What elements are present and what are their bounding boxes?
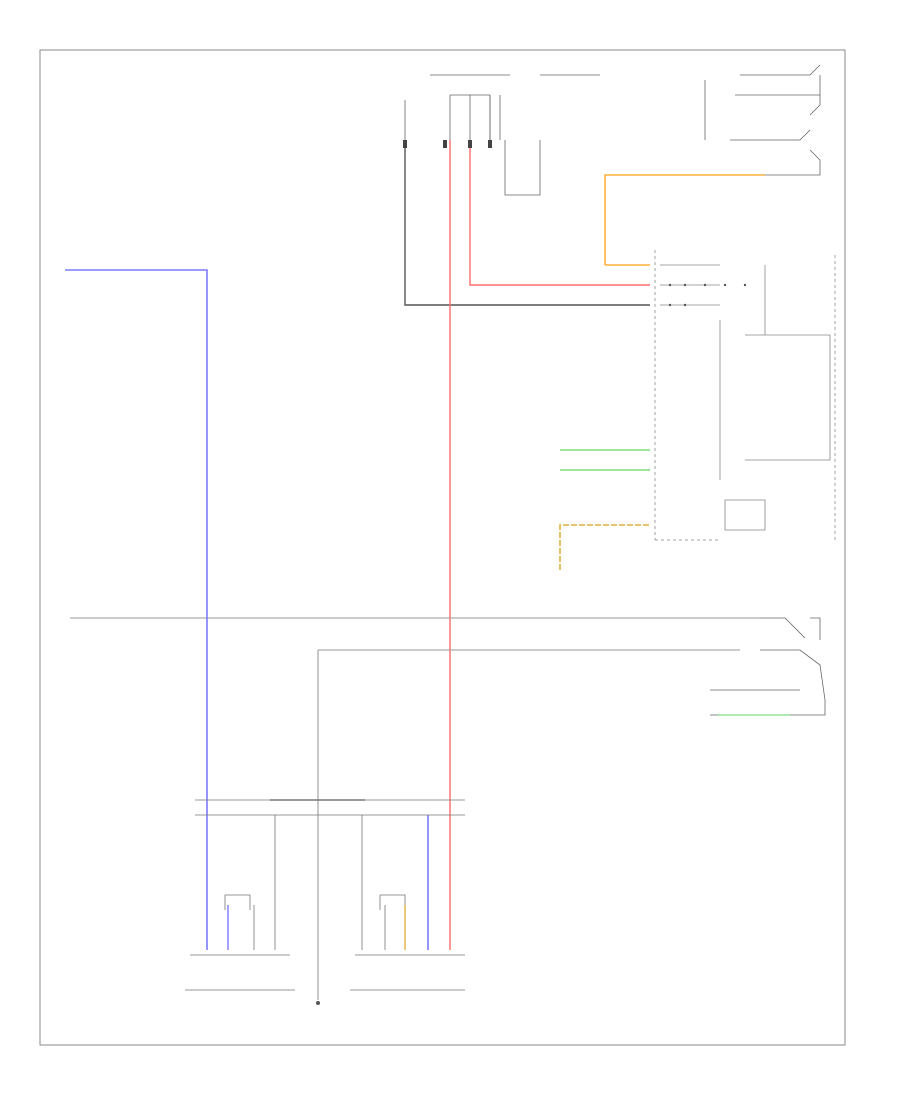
top-connector-group (404, 74, 600, 196)
relay-block (704, 64, 821, 176)
junction-connector (195, 650, 465, 1000)
orange-wire (604, 174, 765, 265)
ecu-right (350, 894, 465, 991)
yellow-wire (559, 524, 650, 570)
top-connector-pins (403, 140, 492, 148)
black-wire-top (404, 140, 650, 306)
diagram-frame (39, 49, 846, 1046)
ground-icon (316, 1001, 320, 1005)
combination-meter (654, 250, 836, 541)
switch-block (710, 617, 826, 716)
red-wire-meter (469, 140, 650, 286)
ecu-left (185, 894, 295, 991)
blue-wire-main (65, 269, 208, 950)
meter-terminals (668, 283, 747, 307)
